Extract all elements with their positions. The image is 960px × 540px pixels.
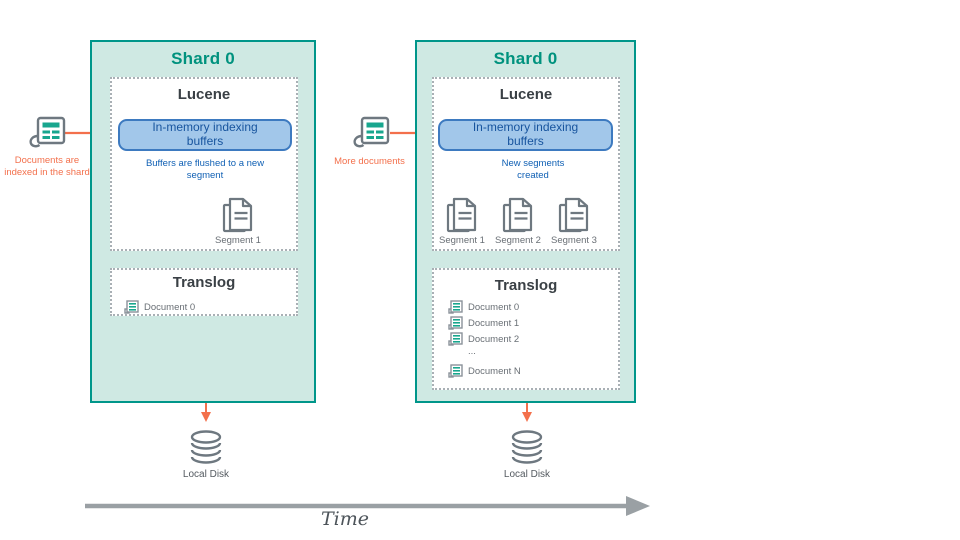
translog-box-right bbox=[432, 268, 620, 390]
lucene-title-right: Lucene bbox=[499, 86, 553, 103]
lucene-box-left bbox=[110, 77, 298, 251]
local-disk-label: Local Disk bbox=[182, 469, 230, 480]
flush-note-right: New segments created bbox=[501, 158, 565, 182]
segment-label: Segment 2 bbox=[495, 235, 541, 246]
segment-icon bbox=[445, 196, 479, 234]
translog-title-left: Translog bbox=[172, 274, 236, 291]
local-disk-icon bbox=[184, 429, 228, 466]
more-documents-label: More documents bbox=[334, 156, 405, 167]
shard-title-right: Shard 0 bbox=[493, 49, 558, 68]
translog-entry-ellipsis: ... bbox=[468, 346, 476, 357]
mini-document-icon bbox=[448, 316, 463, 330]
segment-icon bbox=[221, 196, 255, 234]
translog-entry-label: Document 0 bbox=[144, 302, 196, 313]
segment-icon bbox=[557, 196, 591, 234]
mini-document-icon bbox=[448, 364, 463, 378]
mini-document-icon bbox=[124, 300, 139, 314]
segment-label: Segment 1 bbox=[215, 235, 261, 246]
mini-document-icon bbox=[448, 332, 463, 346]
lucene-title-left: Lucene bbox=[177, 86, 231, 103]
translog-title-right: Translog bbox=[494, 277, 558, 294]
documents-indexed-label: Documents are indexed in the shard bbox=[4, 155, 90, 179]
translog-entry-label: Document N bbox=[468, 366, 521, 377]
translog-entry-label: Document 1 bbox=[468, 318, 520, 329]
local-disk-label: Local Disk bbox=[503, 469, 551, 480]
flush-note-left: Buffers are flushed to a new segment bbox=[145, 158, 265, 182]
shard-title-left: Shard 0 bbox=[171, 49, 235, 68]
segment-label: Segment 1 bbox=[439, 235, 485, 246]
time-axis-arrowhead bbox=[626, 496, 650, 516]
segment-icon bbox=[501, 196, 535, 234]
local-disk-icon bbox=[505, 429, 549, 466]
time-axis-label: Time bbox=[320, 508, 369, 530]
documents-feed-icon bbox=[352, 116, 392, 150]
translog-box-left bbox=[110, 268, 298, 316]
in-memory-buffers-left: In-memory indexing buffers bbox=[118, 119, 292, 151]
in-memory-buffers-right: In-memory indexing buffers bbox=[438, 119, 613, 151]
segment-label: Segment 3 bbox=[551, 235, 597, 246]
mini-document-icon bbox=[448, 300, 463, 314]
documents-feed-icon bbox=[28, 116, 68, 150]
translog-entry-label: Document 0 bbox=[468, 302, 520, 313]
translog-entry-label: Document 2 bbox=[468, 334, 520, 345]
